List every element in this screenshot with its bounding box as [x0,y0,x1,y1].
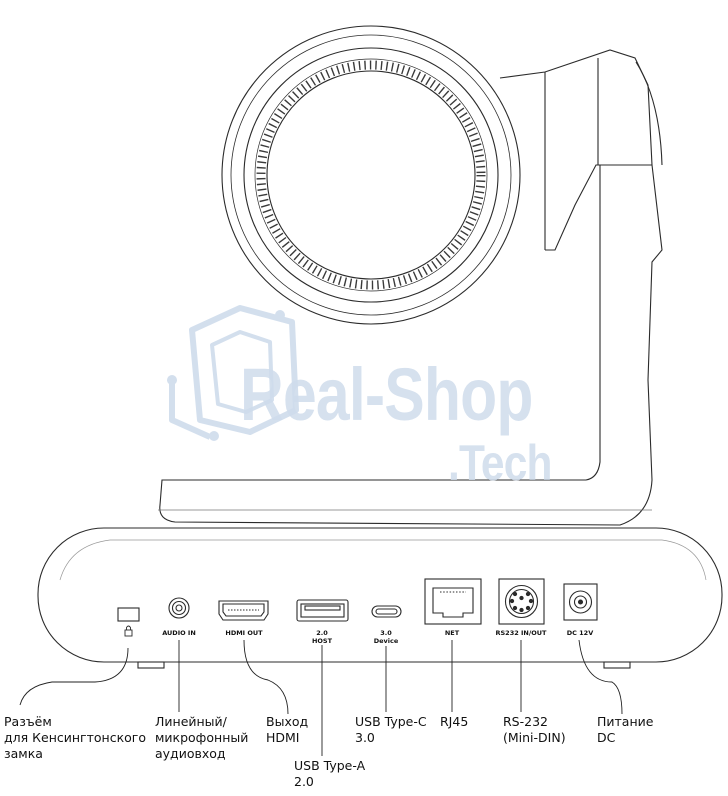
camera-base [37,527,723,669]
usb-a-version-label: 2.0 [316,629,328,637]
rs232-mini-din-port [498,578,545,625]
hdmi-port [218,600,269,621]
callout-line: Разъём [4,714,52,729]
rs232-label: RS232 IN/OUT [496,629,548,637]
callout-kensington: Разъём для Кенсингтонского замка [4,714,146,762]
callout-leaders [19,639,623,756]
usb-c-port [371,605,402,618]
camera-lens [221,25,521,325]
callout-line: RJ45 [440,714,469,729]
callout-usb-c: USB Type-C 3.0 [355,714,427,746]
callout-line: DC [597,730,616,745]
callout-line: USB Type-A [294,758,366,773]
kensington-slot [117,607,140,622]
callout-line: RS-232 [503,714,548,729]
dc-power-port [563,583,598,621]
callout-hdmi: Выход HDMI [266,714,308,746]
callout-line: Питание [597,714,654,729]
callout-line: Выход [266,714,309,729]
net-label: NET [445,629,460,637]
rj45-port [424,578,482,625]
lock-icon [124,625,133,637]
watermark-logo [167,305,299,441]
callout-line: (Mini-DIN) [503,730,566,745]
hdmi-out-label: HDMI OUT [225,629,263,637]
callout-line: 2.0 [294,774,314,789]
callout-line: Линейный/ [155,714,227,729]
usb-c-device-label: Device [374,637,399,645]
usb-a-host-label: HOST [312,637,333,645]
callout-line: аудиовход [155,746,226,761]
watermark-text: Real-Shop [240,353,533,436]
callout-line: HDMI [266,730,300,745]
audio-in-jack [168,597,190,619]
callout-line: микрофонный [155,730,249,745]
callout-rs232: RS-232 (Mini-DIN) [503,714,566,746]
callout-dc-power: Питание DC [597,714,653,746]
dc-12v-label: DC 12V [567,629,594,637]
audio-in-label: AUDIO IN [162,629,196,637]
callout-rj45: RJ45 [440,714,468,730]
callout-usb-a: USB Type-A 2.0 [294,758,365,790]
camera-yoke [158,49,663,526]
callout-line: для Кенсингтонского [4,730,146,745]
usb-a-port [296,599,349,622]
callout-line: 3.0 [355,730,375,745]
watermark-text-tech: .Tech [448,435,552,491]
callout-audio-in: Линейный/ микрофонный аудиовход [155,714,248,762]
callout-line: замка [4,746,43,761]
callout-line: USB Type-C [355,714,427,729]
usb-c-version-label: 3.0 [380,629,392,637]
